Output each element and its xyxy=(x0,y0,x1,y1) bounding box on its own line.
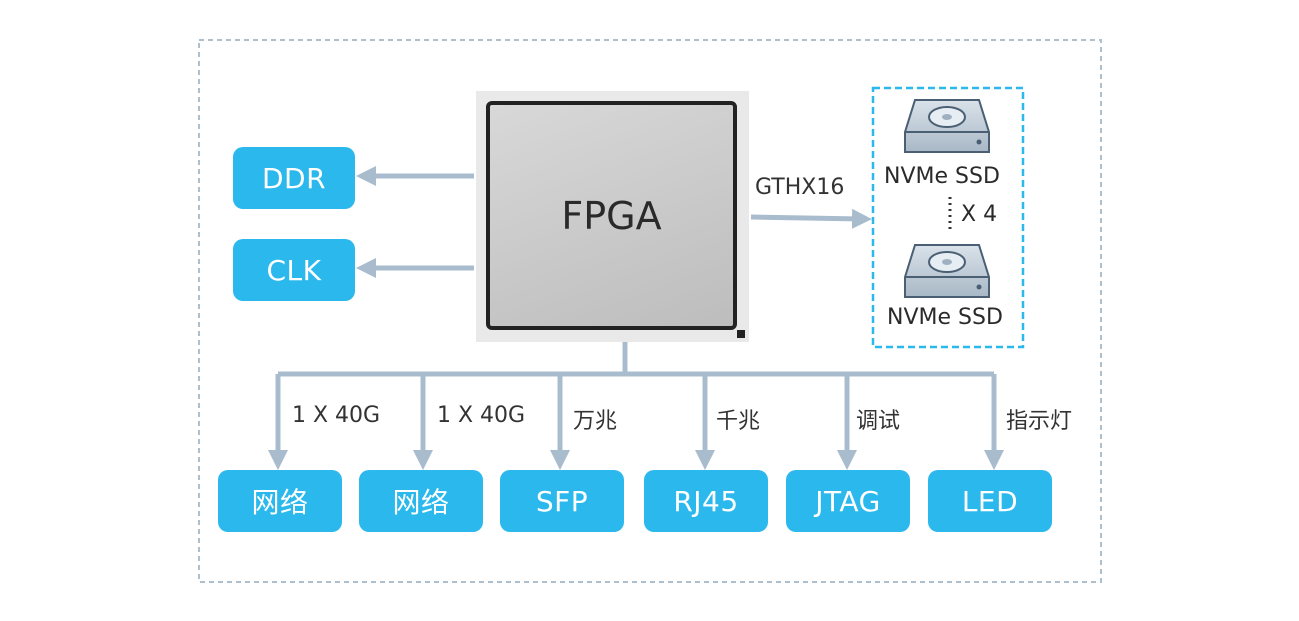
fpga-chip: FPGA xyxy=(476,91,749,342)
link-label-2: 1 X 40G xyxy=(437,403,526,428)
outer-frame xyxy=(198,39,1102,583)
sfp-module-label: SFP xyxy=(535,484,589,518)
link-label-5: 调试 xyxy=(856,409,901,434)
clk-module-label: CLK xyxy=(266,253,322,287)
ddr-module-label: DDR xyxy=(261,161,327,195)
arrow-to-ssd xyxy=(750,208,872,229)
link-label-1: 1 X 40G xyxy=(292,403,381,428)
ssd-bottom-icon xyxy=(904,244,990,298)
ssd-bottom-label: NVMe SSD xyxy=(887,305,1003,330)
fpga-pin1-marker xyxy=(737,330,745,338)
ddr-module: DDR xyxy=(233,147,355,209)
led-module-label: LED xyxy=(961,484,1019,518)
link-label-4: 千兆 xyxy=(716,409,761,434)
led-module: LED xyxy=(928,470,1052,532)
ssd-top-icon xyxy=(904,99,990,153)
rj45-module: RJ45 xyxy=(644,470,768,532)
jtag-module: JTAG xyxy=(786,470,910,532)
ssd-multiplier-label: X 4 xyxy=(961,202,998,227)
sfp-module: SFP xyxy=(500,470,624,532)
ssd-top-label: NVMe SSD xyxy=(884,164,1000,189)
fpga-chip-face: FPGA xyxy=(486,101,737,330)
network-module-2-label: 网络 xyxy=(392,486,450,519)
ssd-group-frame xyxy=(871,86,1025,349)
network-module-1: 网络 xyxy=(218,470,342,532)
clk-module: CLK xyxy=(233,239,355,301)
network-module-1-label: 网络 xyxy=(251,486,309,519)
network-module-2: 网络 xyxy=(359,470,483,532)
rj45-module-label: RJ45 xyxy=(673,484,739,518)
link-label-6: 指示灯 xyxy=(1006,409,1073,434)
fpga-label: FPGA xyxy=(561,193,662,238)
link-label-3: 万兆 xyxy=(573,409,618,434)
jtag-module-label: JTAG xyxy=(815,484,881,518)
gthx16-label: GTHX16 xyxy=(755,175,845,200)
